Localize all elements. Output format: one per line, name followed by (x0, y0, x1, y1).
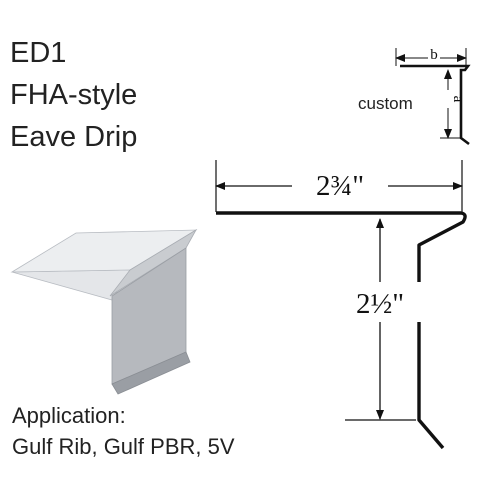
main-profile: 2¾" 2½" (215, 160, 467, 450)
width-label-bg (292, 168, 388, 200)
custom-profile-sketch: b a custom (358, 47, 471, 146)
product-code: ED1 (10, 37, 67, 69)
height-dimension-label: 2½" (356, 288, 404, 320)
custom-profile-shape (400, 64, 471, 146)
eave-drip-profile (216, 211, 467, 450)
application-label: Application: (12, 403, 126, 428)
product-name: Eave Drip (10, 121, 138, 153)
dim-b-label: b (430, 47, 438, 63)
custom-label: custom (358, 94, 413, 113)
dim-a-label: a (450, 96, 466, 103)
product-style: FHA-style (10, 79, 138, 111)
application-value: Gulf Rib, Gulf PBR, 5V (12, 434, 235, 459)
dim-b-label-bg (428, 50, 440, 64)
dim-a-label-bg (442, 90, 455, 108)
eave-drip-3d-illustration (10, 228, 198, 395)
illustration-kick-out (111, 351, 191, 395)
width-dimension-label: 2¾" (316, 170, 364, 202)
height-label-bg (330, 282, 430, 322)
